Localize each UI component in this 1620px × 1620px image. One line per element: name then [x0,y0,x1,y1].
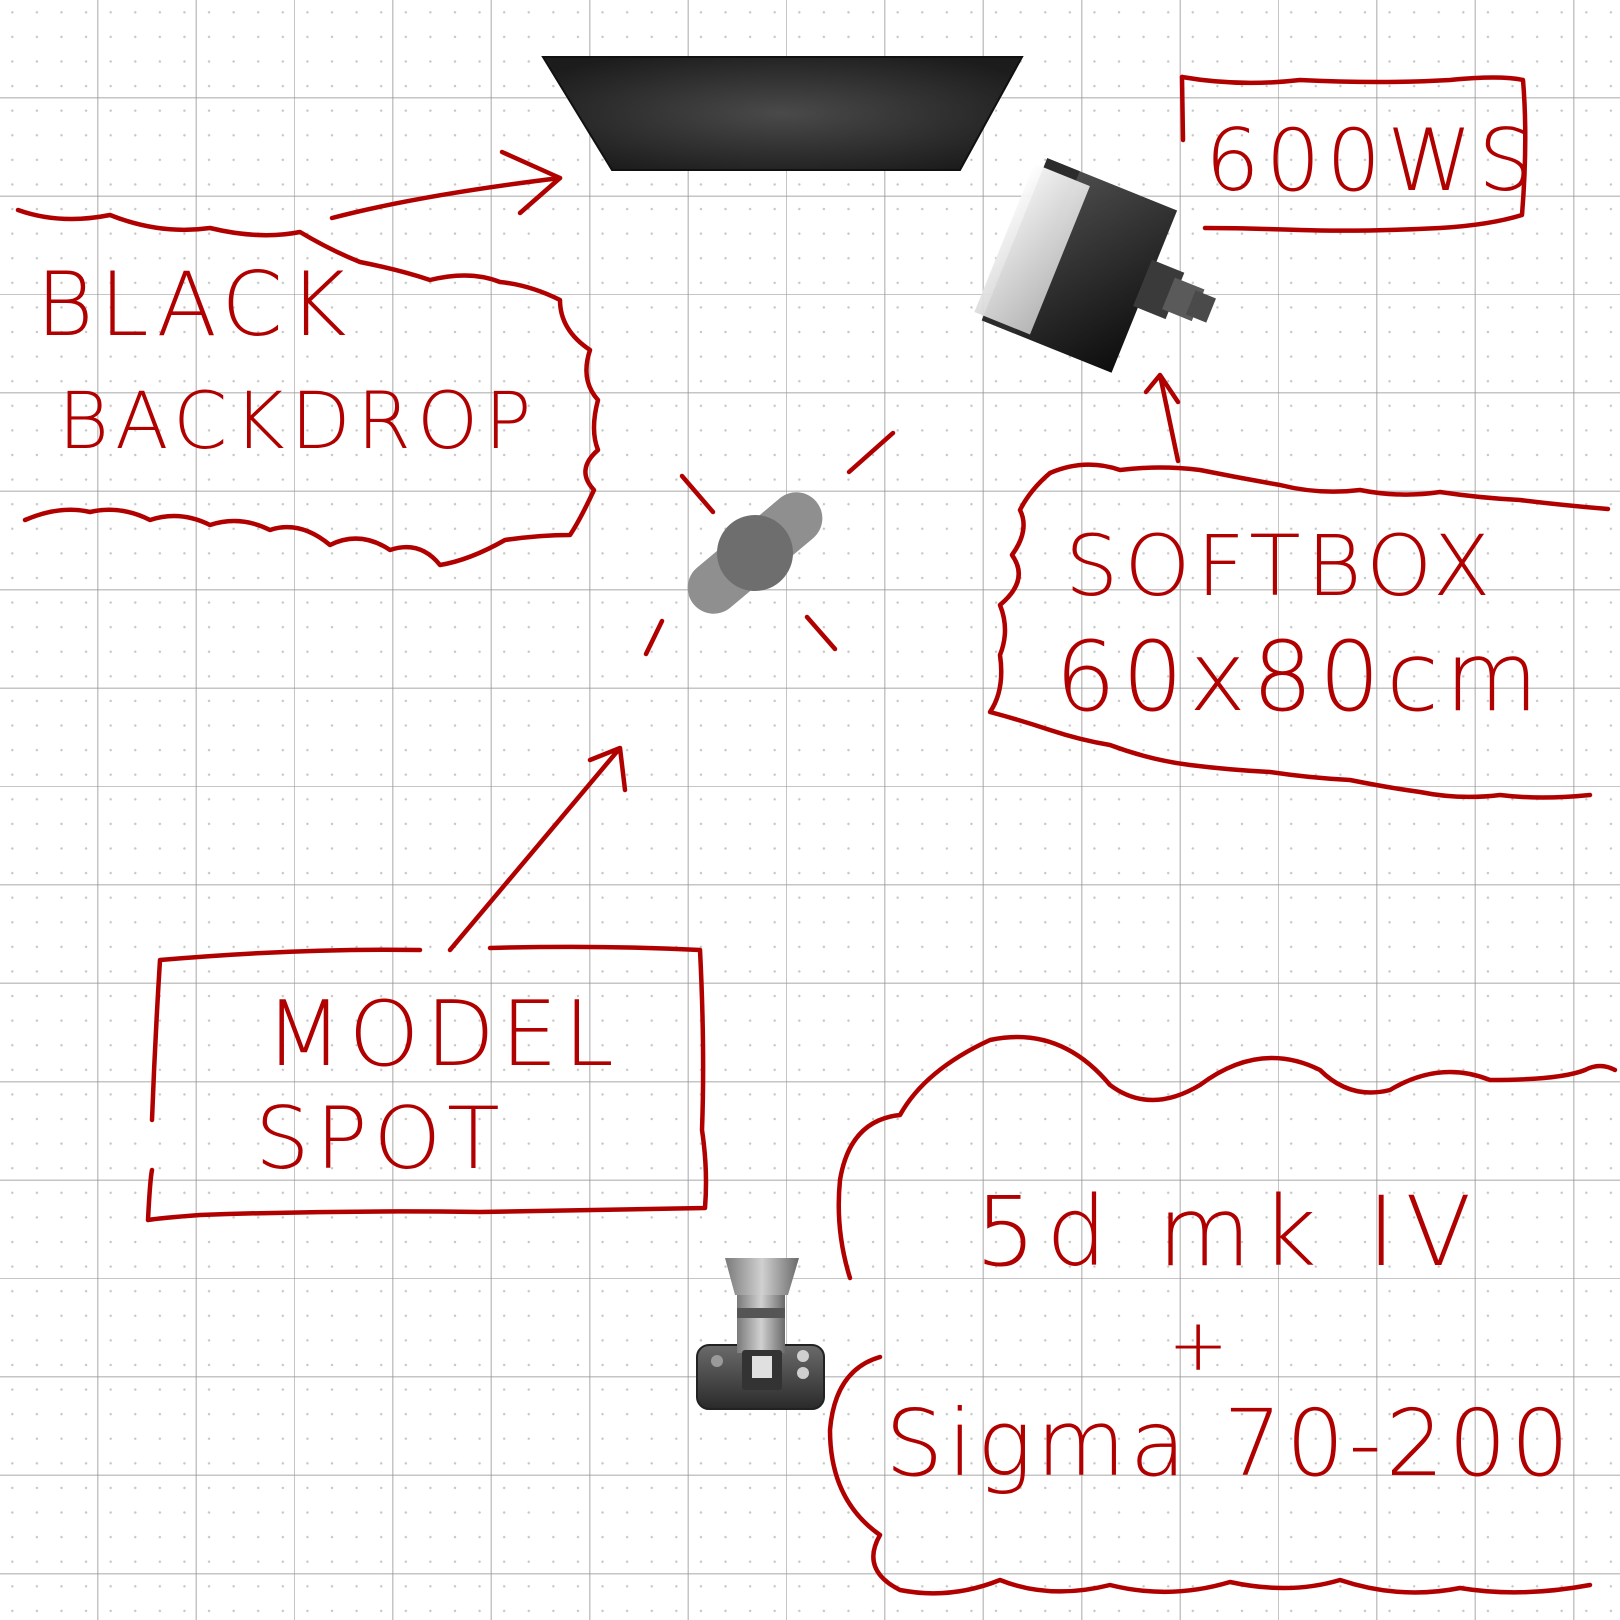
model-label-line1: MODEL [265,982,620,1087]
camera-label-line2: + [1168,1303,1234,1387]
camera-icon [696,1258,825,1410]
model-callout [145,745,709,1223]
backdrop-label: BLACK BACKDROP [36,253,537,467]
power-box [1179,74,1528,233]
backdrop-label-line1: BLACK [36,253,352,356]
power-label: 600WS [1205,111,1539,211]
model-figure-icon [643,430,896,657]
backdrop-callout [15,149,601,568]
softbox-light-icon [974,158,1216,373]
softbox-callout [987,372,1611,800]
camera-label-line1: 5d mk IV [975,1176,1481,1288]
model-label-line2: SPOT [255,1089,506,1189]
camera-label-line3: Sigma 70-200 [885,1390,1573,1497]
camera-callout [827,1034,1618,1596]
camera-label: 5d mk IV + Sigma 70-200 [885,1176,1573,1497]
model-label: MODEL SPOT [255,982,620,1189]
softbox-label-line2: 60x80cm [1055,621,1544,733]
black-backdrop-icon [541,56,1024,171]
backdrop-label-line2: BACKDROP [58,377,537,467]
softbox-label-line1: SOFTBOX [1065,517,1496,615]
softbox-label: SOFTBOX 60x80cm [1055,517,1544,733]
